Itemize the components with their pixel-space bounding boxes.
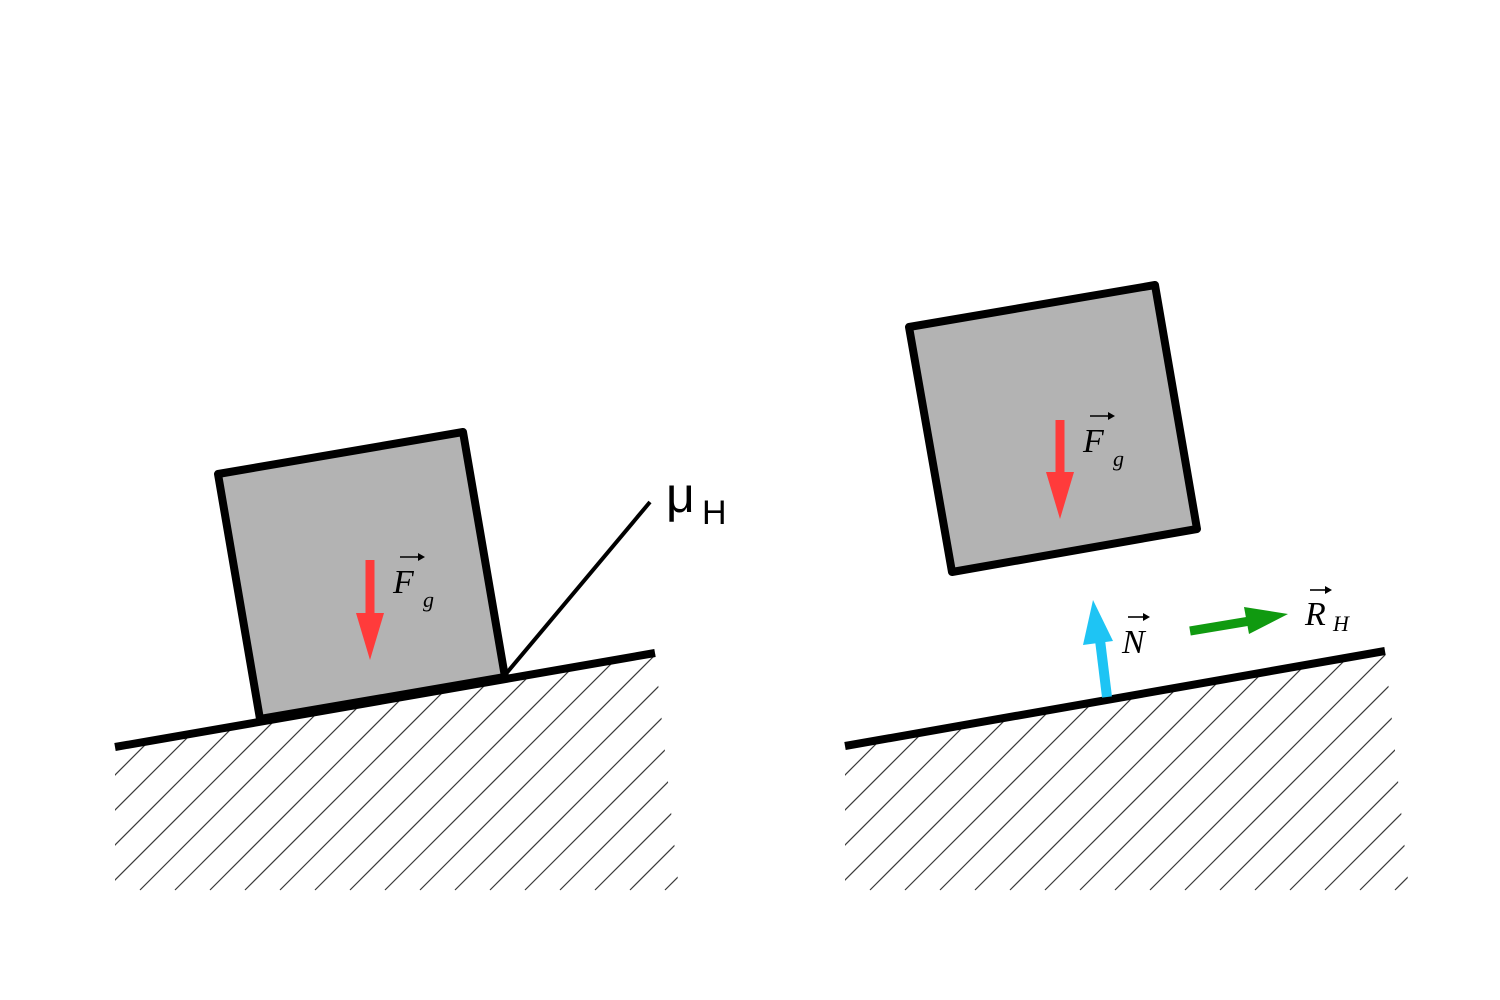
hatch-line <box>115 653 146 891</box>
hatch-line <box>0 640 110 890</box>
gravity-label-right: F g <box>1082 412 1124 471</box>
hatch-line <box>1044 651 1296 891</box>
normal-force-label: N <box>1121 613 1150 661</box>
hatch-line <box>349 653 601 891</box>
hatch-line <box>1254 651 1410 891</box>
hatch-line <box>594 653 680 891</box>
svg-text:F: F <box>1082 423 1105 460</box>
hatch-line <box>700 640 950 890</box>
svg-text:μ: μ <box>666 467 695 523</box>
hatch-line <box>845 651 876 891</box>
reaction-force-arrow <box>1189 607 1288 636</box>
svg-text:H: H <box>1332 611 1350 636</box>
normal-force-arrow <box>1083 600 1113 698</box>
svg-text:g: g <box>1113 446 1124 471</box>
gravity-arrow-left <box>356 560 384 660</box>
incline-surface-right <box>844 647 1386 750</box>
hatch-line <box>1394 651 1410 891</box>
hatch-line <box>115 653 181 891</box>
left-panel: F g μ H <box>0 428 950 891</box>
block-left <box>214 428 509 723</box>
hatch-line <box>419 653 671 891</box>
hatch-line <box>1289 651 1410 891</box>
hatch-line <box>590 640 840 890</box>
arrow-up-icon <box>1083 600 1113 645</box>
hatch-line <box>1079 651 1331 891</box>
hatch-line <box>1219 651 1410 891</box>
hatch-line <box>664 653 680 891</box>
hatch-line <box>629 653 680 891</box>
hatch-line <box>559 653 680 891</box>
svg-text:N: N <box>1121 624 1147 661</box>
arrow-right-icon <box>1244 607 1288 634</box>
hatch-line <box>384 653 636 891</box>
svg-text:H: H <box>702 494 727 532</box>
svg-text:R: R <box>1304 596 1326 633</box>
svg-text:g: g <box>423 587 434 612</box>
arrow-down-icon <box>356 613 384 660</box>
hatch-line <box>1359 651 1410 891</box>
friction-coefficient-label: μ H <box>666 467 727 532</box>
hatch-line <box>1324 651 1410 891</box>
friction-callout-line <box>503 500 652 677</box>
hatch-line <box>115 653 216 891</box>
hatch-line <box>1114 651 1366 891</box>
arrow-down-icon <box>1046 472 1074 519</box>
gravity-label-left: F g <box>392 553 434 612</box>
hatch-line <box>1430 640 1500 890</box>
reaction-force-label: R H <box>1304 586 1350 636</box>
hatch-line <box>314 653 566 891</box>
svg-text:F: F <box>392 564 415 601</box>
block-right <box>905 281 1201 576</box>
hatch-line <box>524 653 680 891</box>
right-panel: F g N R H <box>590 281 1500 891</box>
ground-hatching-right <box>590 640 1500 891</box>
hatch-line <box>1149 651 1401 891</box>
hatch-line <box>489 653 680 891</box>
gravity-arrow-right <box>1046 420 1074 519</box>
